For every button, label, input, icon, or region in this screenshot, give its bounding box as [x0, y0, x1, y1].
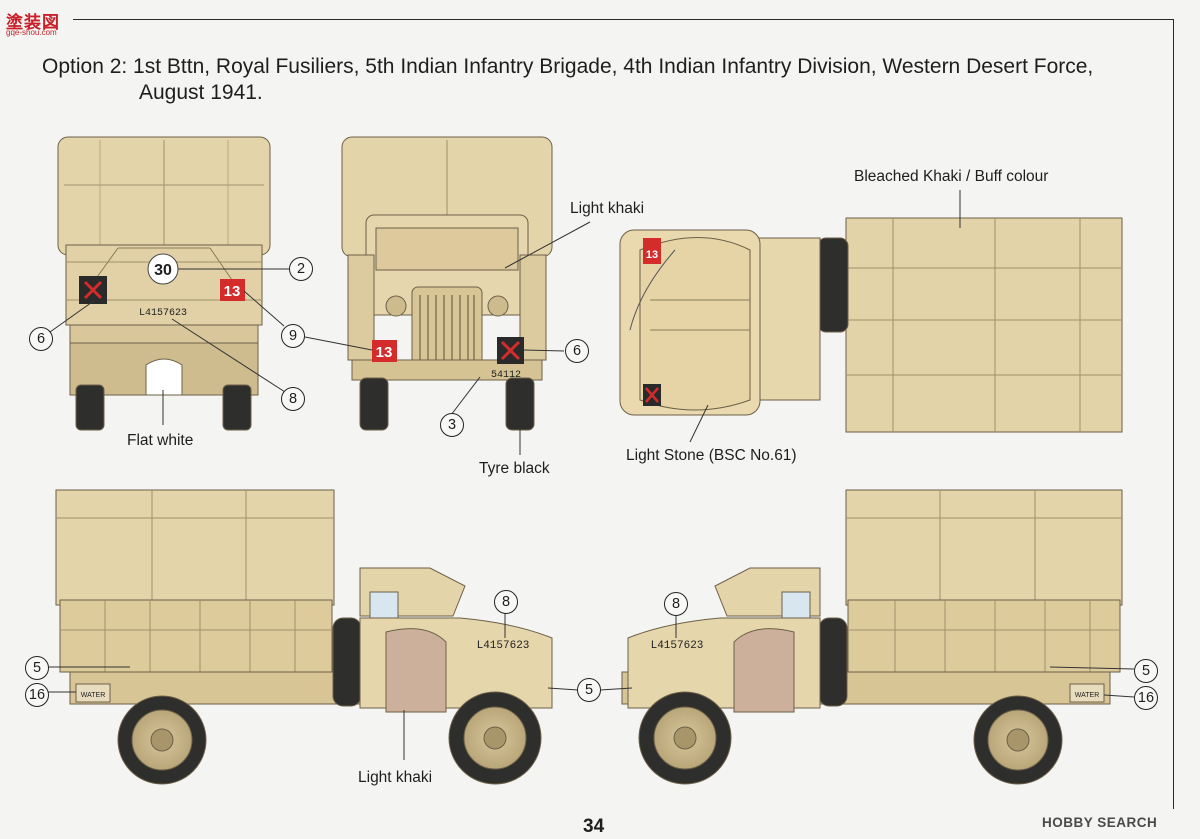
label-tyre-black: Tyre black	[479, 460, 550, 477]
callout-8-rear: 8	[281, 387, 305, 411]
rear-number-30: 30	[154, 262, 172, 279]
callout-8-right: 8	[664, 592, 688, 616]
option-title-line1: Option 2: 1st Bttn, Royal Fusiliers, 5th…	[42, 55, 1094, 78]
front-unit-code: 13	[376, 344, 393, 361]
option-title-line2: August 1941.	[139, 81, 263, 104]
callout-6-rear: 6	[29, 327, 53, 351]
rear-unit-code: 13	[224, 283, 241, 300]
callout-2-rear: 2	[289, 257, 313, 281]
page-number: 34	[583, 816, 605, 837]
watermark-logo: 塗装図	[6, 13, 60, 32]
left-side-view	[55, 489, 553, 785]
left-water-label: WATER	[81, 692, 106, 699]
top-unit-code: 13	[646, 249, 658, 261]
callout-5-right: 5	[1134, 659, 1158, 683]
label-light-stone: Light Stone (BSC No.61)	[626, 447, 797, 464]
rear-registration: L4157623	[139, 308, 187, 319]
left-registration: L4157623	[477, 640, 530, 652]
callout-6-front: 6	[565, 339, 589, 363]
frame-top-line	[73, 19, 1173, 20]
label-flat-white: Flat white	[127, 432, 194, 449]
front-plate: 54112	[491, 370, 521, 381]
right-side-view	[621, 489, 1123, 785]
right-registration: L4157623	[651, 640, 704, 652]
callout-9-rear: 9	[281, 324, 305, 348]
frame-right-line	[1173, 19, 1174, 809]
label-light-khaki-top: Light khaki	[570, 200, 645, 217]
front-view	[341, 136, 553, 431]
top-view	[619, 217, 1123, 433]
callout-16-left: 16	[25, 683, 49, 707]
callout-8-left: 8	[494, 590, 518, 614]
label-light-khaki-bottom: Light khaki	[358, 769, 433, 786]
watermark-url: gqe-shou.com	[6, 28, 57, 37]
right-water-label: WATER	[1075, 692, 1100, 699]
callout-16-right: 16	[1134, 686, 1158, 710]
hobby-search-watermark: HOBBY SEARCH	[1042, 815, 1158, 830]
label-bleached-khaki: Bleached Khaki / Buff colour	[854, 168, 1049, 185]
callout-5-left-front: 5	[577, 678, 601, 702]
callout-5-left: 5	[25, 656, 49, 680]
rear-view	[57, 136, 271, 431]
callout-3-front: 3	[440, 413, 464, 437]
